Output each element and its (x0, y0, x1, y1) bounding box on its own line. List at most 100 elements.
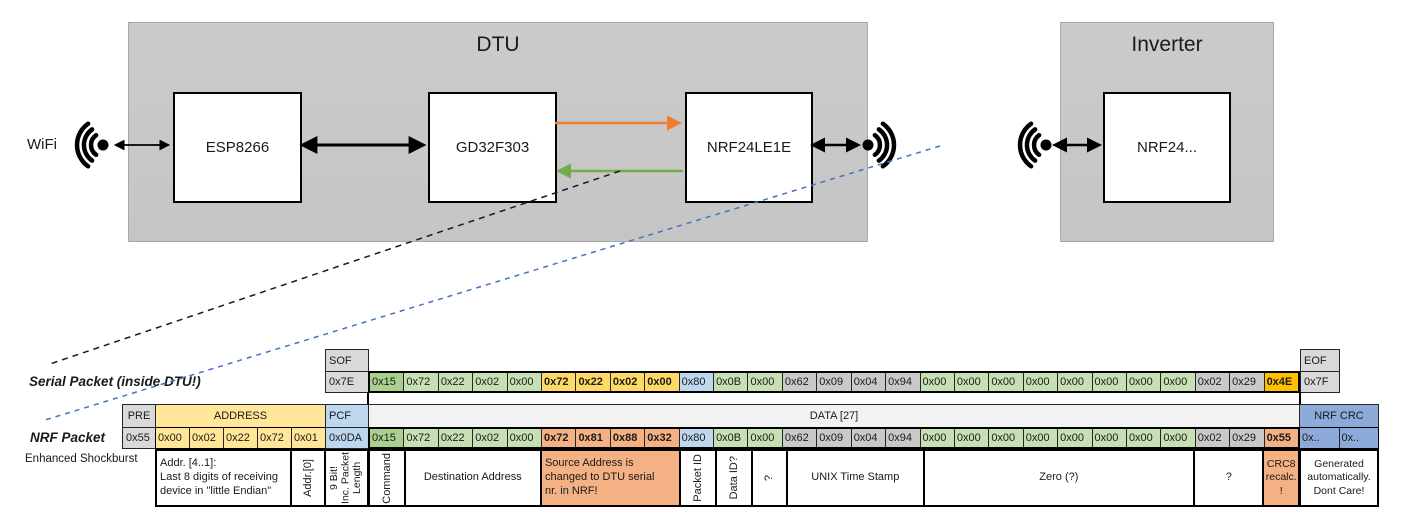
nrf-packet-label: NRF Packet (30, 430, 106, 445)
serial-byte-cell: 0x02 (472, 373, 507, 391)
wifi-label: WiFi (27, 136, 57, 153)
node-nrf24le1e: NRF24LE1E (685, 92, 813, 203)
annotation-generated: Generated automatically. Dont Care! (1299, 449, 1379, 507)
annotation-pcf-label: 9 Bit! Inc. Packet Length (328, 452, 364, 504)
annotation-zero: Zero (?) (922, 451, 1194, 505)
annotation-addr41: Addr. [4..1]: Last 8 digits of receiving… (155, 449, 292, 507)
serial-byte-cell: 0x02 (609, 373, 645, 391)
nrf-byte-cell: 0x00 (1091, 429, 1126, 447)
serial-byte-cell: 0x29 (1229, 373, 1264, 391)
serial-byte-cell: 0x09 (816, 373, 851, 391)
dtu-title: DTU (476, 33, 520, 56)
nrf-address-cell: 0x22 (223, 428, 257, 448)
nrf-byte-cell: 0x00 (953, 429, 989, 447)
node-nrf24le1e-label: NRF24LE1E (706, 139, 792, 156)
annotation-packet-id-label: Packet ID (692, 454, 705, 502)
annotation-question-label: ? (1225, 471, 1232, 484)
serial-byte-cell: 0x00 (1091, 373, 1126, 391)
serial-byte-cell: 0x00 (747, 373, 782, 391)
annotation-command: Command (370, 451, 404, 505)
nrf-byte-cell: 0x72 (403, 429, 438, 447)
nrf-address-cell: 0x72 (257, 428, 291, 448)
annotation-crc8: CRC8 recalc. ! (1262, 451, 1299, 505)
annotation-zero-label: Zero (?) (1039, 471, 1079, 484)
nrf-byte-cell: 0x00 (506, 429, 542, 447)
nrf-byte-cell: 0x09 (816, 429, 851, 447)
nrf-byte-cell: 0x29 (1229, 429, 1264, 447)
serial-byte-cell: 0x00 (1160, 373, 1195, 391)
nrf-byte-cell: 0x32 (644, 429, 679, 447)
serial-byte-cell: 0x0B (713, 373, 748, 391)
serial-byte-cell: 0x62 (781, 373, 817, 391)
nrf-crc-cell: 0x.. (1338, 428, 1378, 448)
node-gd32f303-label: GD32F303 (455, 139, 530, 156)
nrf-byte-cell: 0x80 (678, 429, 714, 447)
wifi-icon-inverter (1017, 121, 1052, 169)
serial-byte-cell: 0x80 (678, 373, 714, 391)
serial-byte-cell: 0x00 (644, 373, 679, 391)
annotation-crc8-label: CRC8 recalc. ! (1265, 458, 1297, 497)
annotation-destination-address: Destination Address (403, 451, 540, 505)
serial-byte-cell: 0x00 (988, 373, 1023, 391)
nrf-byte-cell: 0x02 (1194, 429, 1230, 447)
annotation-generated-label: Generated automatically. Dont Care! (1307, 458, 1371, 497)
nrf-packet-sublabel: Enhanced Shockburst (25, 453, 138, 465)
serial-byte-cell: 0x72 (403, 373, 438, 391)
nrf-byte-cell: 0x81 (575, 429, 610, 447)
serial-byte-cell: 0x04 (850, 373, 886, 391)
serial-byte-cell: 0x02 (1194, 373, 1230, 391)
annotation-destination-address-label: Destination Address (423, 471, 522, 484)
serial-byte-cell: 0x4E (1263, 373, 1298, 391)
serial-byte-cell: 0x94 (885, 373, 920, 391)
node-esp8266: ESP8266 (173, 92, 302, 203)
nrf-byte-cell: 0x88 (609, 429, 645, 447)
serial-byte-cell: 0x00 (1022, 373, 1058, 391)
nrf-byte-cell: 0x22 (437, 429, 473, 447)
annotation-unix-timestamp-label: UNIX Time Stamp (811, 471, 900, 484)
nrf-byte-cell: 0x72 (541, 429, 576, 447)
nrf-pre-value: 0x55 (122, 427, 156, 449)
annotation-addr0-label: Addr.[0] (301, 459, 314, 497)
nrf-byte-cell: 0x00 (1057, 429, 1092, 447)
nrf-data-header: DATA [27] (368, 404, 1300, 428)
nrf-address-cell: 0x00 (156, 428, 189, 448)
annotation-command-label: Command (380, 452, 393, 504)
node-esp8266-label: ESP8266 (205, 139, 270, 156)
nrf-address-header: ADDRESS (155, 404, 326, 428)
nrf-address-cell: 0x02 (189, 428, 223, 448)
serial-byte-cell: 0x22 (575, 373, 610, 391)
annotation-data-id-label: Data ID? (727, 456, 740, 500)
nrf-byte-cell: 0x00 (988, 429, 1023, 447)
nrf-byte-cell: 0x00 (747, 429, 782, 447)
nrf-byte-cell: 0x94 (885, 429, 920, 447)
serial-eof-value: 0x7F (1300, 371, 1340, 393)
annotation-addr0: Addr.[0] (290, 449, 326, 507)
serial-eof-header: EOF (1300, 349, 1340, 372)
nrf-crc-header: NRF CRC (1299, 404, 1379, 428)
inverter-title: Inverter (1131, 33, 1203, 56)
serial-byte-cell: 0x00 (953, 373, 989, 391)
serial-byte-cell: 0x15 (370, 373, 404, 391)
nrf-pcf-header: PCF (325, 404, 369, 428)
annotation-source-address: Source Address is changed to DTU serial … (539, 451, 680, 505)
wifi-icon-left (74, 121, 109, 169)
node-inverter-nrf24: NRF24... (1103, 92, 1231, 203)
nrf-byte-cell: 0x00 (1022, 429, 1058, 447)
node-gd32f303: GD32F303 (428, 92, 557, 203)
nrf-byte-cell: 0x55 (1263, 429, 1298, 447)
nrf-byte-cell: 0x00 (1160, 429, 1195, 447)
nrf-crc-row: 0x..0x.. (1299, 427, 1379, 449)
nrf-byte-cell: 0x04 (850, 429, 886, 447)
serial-byte-cell: 0x00 (506, 373, 542, 391)
annotation-packet-id: Packet ID (679, 451, 715, 505)
serial-byte-cell: 0x00 (1125, 373, 1161, 391)
nrf-byte-cell: 0x02 (472, 429, 507, 447)
serial-byte-cell: 0x00 (1057, 373, 1092, 391)
nrf-byte-cell: 0x15 (370, 429, 404, 447)
serial-sof-header: SOF (325, 349, 369, 372)
annotation-source-address-label: Source Address is changed to DTU serial … (544, 457, 655, 497)
inverter-container: Inverter (1060, 22, 1274, 242)
nrf-byte-cell: 0x00 (1125, 429, 1161, 447)
